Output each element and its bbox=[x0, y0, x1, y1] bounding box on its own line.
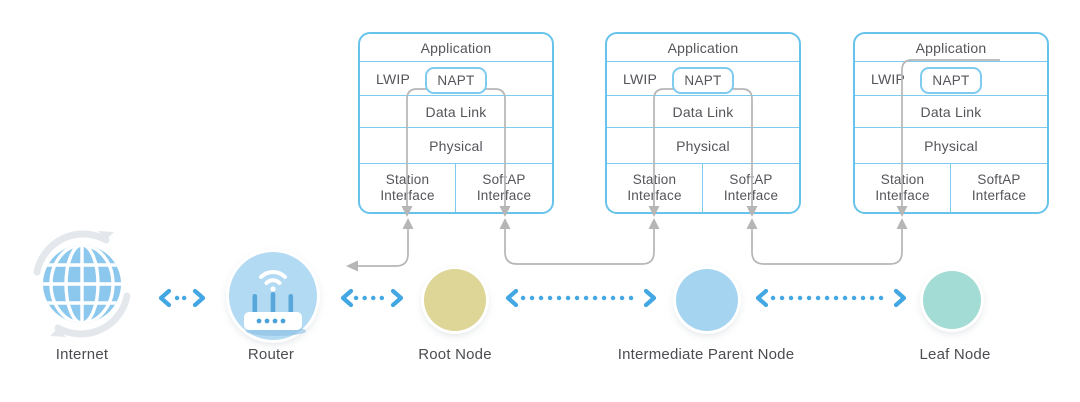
router-antennas bbox=[252, 292, 294, 317]
application-layer-label: Application bbox=[915, 39, 987, 56]
intermediate-parent-node-circle bbox=[676, 269, 738, 331]
napt-label: NAPT bbox=[932, 73, 970, 88]
softap-interface-line2: Interface bbox=[476, 188, 532, 203]
root-node-label: Root Node bbox=[418, 346, 492, 363]
softap-interface: SoftAP Interface bbox=[951, 164, 1047, 212]
link-root-softap-to-intermediate-station bbox=[504, 229, 655, 265]
softap-interface-line1: SoftAP bbox=[729, 171, 773, 187]
leaf-node-label: Leaf Node bbox=[919, 346, 991, 363]
application-layer: Application bbox=[360, 34, 552, 62]
data-link-layer: Data Link bbox=[360, 96, 552, 128]
wifi-icon bbox=[259, 270, 287, 285]
physical-layer-label: Physical bbox=[924, 137, 978, 154]
physical-layer: Physical bbox=[607, 128, 799, 164]
napt-box: NAPT bbox=[672, 67, 734, 94]
globe-grid bbox=[43, 245, 121, 323]
station-interface: Station Interface bbox=[360, 164, 456, 212]
interface-layer: Station Interface SoftAP Interface bbox=[855, 164, 1047, 212]
station-interface-line2: Interface bbox=[380, 188, 435, 203]
softap-interface: SoftAP Interface bbox=[703, 164, 799, 212]
router-leds bbox=[256, 318, 286, 324]
physical-layer: Physical bbox=[855, 128, 1047, 164]
link-intermediate-softap-to-leaf-station bbox=[751, 229, 903, 265]
physical-layer-label: Physical bbox=[676, 137, 730, 154]
wireless-link-router-root bbox=[340, 288, 404, 308]
station-interface: Station Interface bbox=[607, 164, 703, 212]
protocol-stack-leaf: Application LWIP Data Link Physical Stat… bbox=[853, 32, 1049, 214]
internet-node bbox=[24, 226, 140, 342]
flow-up-arrows bbox=[402, 218, 908, 229]
sync-arrowheads bbox=[50, 231, 114, 337]
napt-label: NAPT bbox=[437, 73, 475, 88]
station-interface-line1: Station bbox=[632, 171, 677, 187]
softap-interface-line1: SoftAP bbox=[482, 171, 526, 187]
router-icon bbox=[229, 252, 317, 340]
router-node bbox=[229, 252, 317, 340]
physical-layer: Physical bbox=[360, 128, 552, 164]
napt-box: NAPT bbox=[920, 67, 982, 94]
napt-label: NAPT bbox=[684, 73, 722, 88]
station-interface-line1: Station bbox=[880, 171, 925, 187]
application-layer-label: Application bbox=[667, 39, 739, 56]
station-interface: Station Interface bbox=[855, 164, 951, 212]
protocol-stack-intermediate: Application LWIP Data Link Physical Stat… bbox=[605, 32, 801, 214]
root-node-circle bbox=[424, 269, 486, 331]
softap-interface-line2: Interface bbox=[971, 188, 1027, 203]
application-layer-label: Application bbox=[420, 39, 492, 56]
wireless-link-root-intermediate bbox=[505, 288, 657, 308]
interface-layer: Station Interface SoftAP Interface bbox=[360, 164, 552, 212]
softap-interface-line2: Interface bbox=[723, 188, 779, 203]
napt-box: NAPT bbox=[425, 67, 487, 94]
station-interface-line2: Interface bbox=[875, 188, 930, 203]
globe-icon bbox=[33, 230, 131, 338]
wireless-link-intermediate-leaf bbox=[755, 288, 907, 308]
station-interface-line2: Interface bbox=[627, 188, 682, 203]
softap-interface-line1: SoftAP bbox=[977, 171, 1021, 187]
sync-arrows bbox=[33, 230, 131, 338]
lwip-layer-label: LWIP bbox=[623, 70, 657, 87]
leaf-node-circle bbox=[923, 271, 981, 329]
application-layer: Application bbox=[607, 34, 799, 62]
internet-label: Internet bbox=[55, 346, 109, 363]
application-layer: Application bbox=[855, 34, 1047, 62]
data-link-layer-label: Data Link bbox=[672, 103, 734, 120]
data-link-layer: Data Link bbox=[855, 96, 1047, 128]
data-link-layer: Data Link bbox=[607, 96, 799, 128]
protocol-stack-root: Application LWIP Data Link Physical Stat… bbox=[358, 32, 554, 214]
lwip-layer-label: LWIP bbox=[871, 70, 905, 87]
interface-layer: Station Interface SoftAP Interface bbox=[607, 164, 799, 212]
wireless-link-internet-router bbox=[158, 288, 206, 308]
uplink-left-arrowhead bbox=[346, 260, 358, 272]
intermediate-parent-node-label: Intermediate Parent Node bbox=[617, 346, 795, 363]
router-label: Router bbox=[247, 346, 295, 363]
lwip-layer-label: LWIP bbox=[376, 70, 410, 87]
data-link-layer-label: Data Link bbox=[920, 103, 982, 120]
physical-layer-label: Physical bbox=[429, 137, 483, 154]
data-link-layer-label: Data Link bbox=[425, 103, 487, 120]
softap-interface: SoftAP Interface bbox=[456, 164, 552, 212]
station-interface-line1: Station bbox=[385, 171, 430, 187]
wifi-dot bbox=[270, 286, 276, 292]
uplink-root-to-router bbox=[350, 229, 409, 267]
